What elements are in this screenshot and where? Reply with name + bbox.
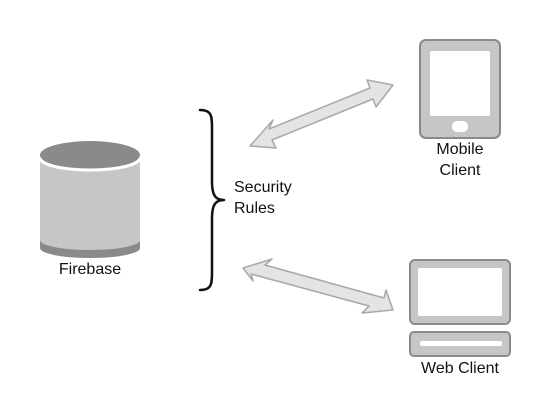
mobile-client-label: Mobile Client bbox=[410, 139, 510, 181]
security-rules-label-line2: Rules bbox=[234, 200, 275, 217]
curly-brace-icon bbox=[198, 108, 226, 292]
database-icon bbox=[38, 141, 142, 258]
smartphone-icon bbox=[419, 39, 501, 139]
double-arrow-mobile bbox=[249, 79, 394, 149]
security-rules-label-line1: Security bbox=[234, 179, 292, 196]
firebase-label: Firebase bbox=[58, 261, 122, 278]
mobile-client-label-line2: Client bbox=[439, 162, 481, 179]
double-arrow-web bbox=[242, 258, 394, 314]
desktop-computer-icon bbox=[409, 259, 511, 357]
mobile-client-label-line1: Mobile bbox=[436, 141, 484, 158]
web-client-label: Web Client bbox=[421, 360, 499, 377]
security-rules-label: Security Rules bbox=[234, 177, 292, 219]
